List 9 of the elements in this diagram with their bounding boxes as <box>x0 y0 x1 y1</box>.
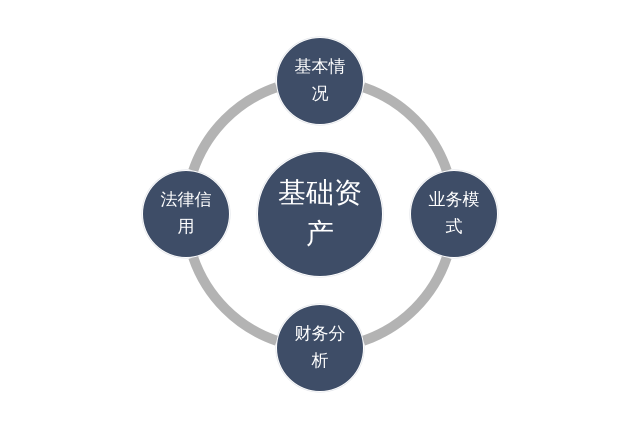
node-label: 财务分析 <box>294 322 346 373</box>
node-label: 法律信用 <box>160 188 212 239</box>
ring-connector <box>188 82 278 172</box>
ring-connector <box>362 82 452 172</box>
ring-connector <box>188 256 278 346</box>
ring-connector <box>362 256 452 346</box>
node-label: 基础资产 <box>276 175 363 252</box>
node-label: 业务模式 <box>428 188 480 239</box>
node-label: 基本情况 <box>294 56 346 106</box>
